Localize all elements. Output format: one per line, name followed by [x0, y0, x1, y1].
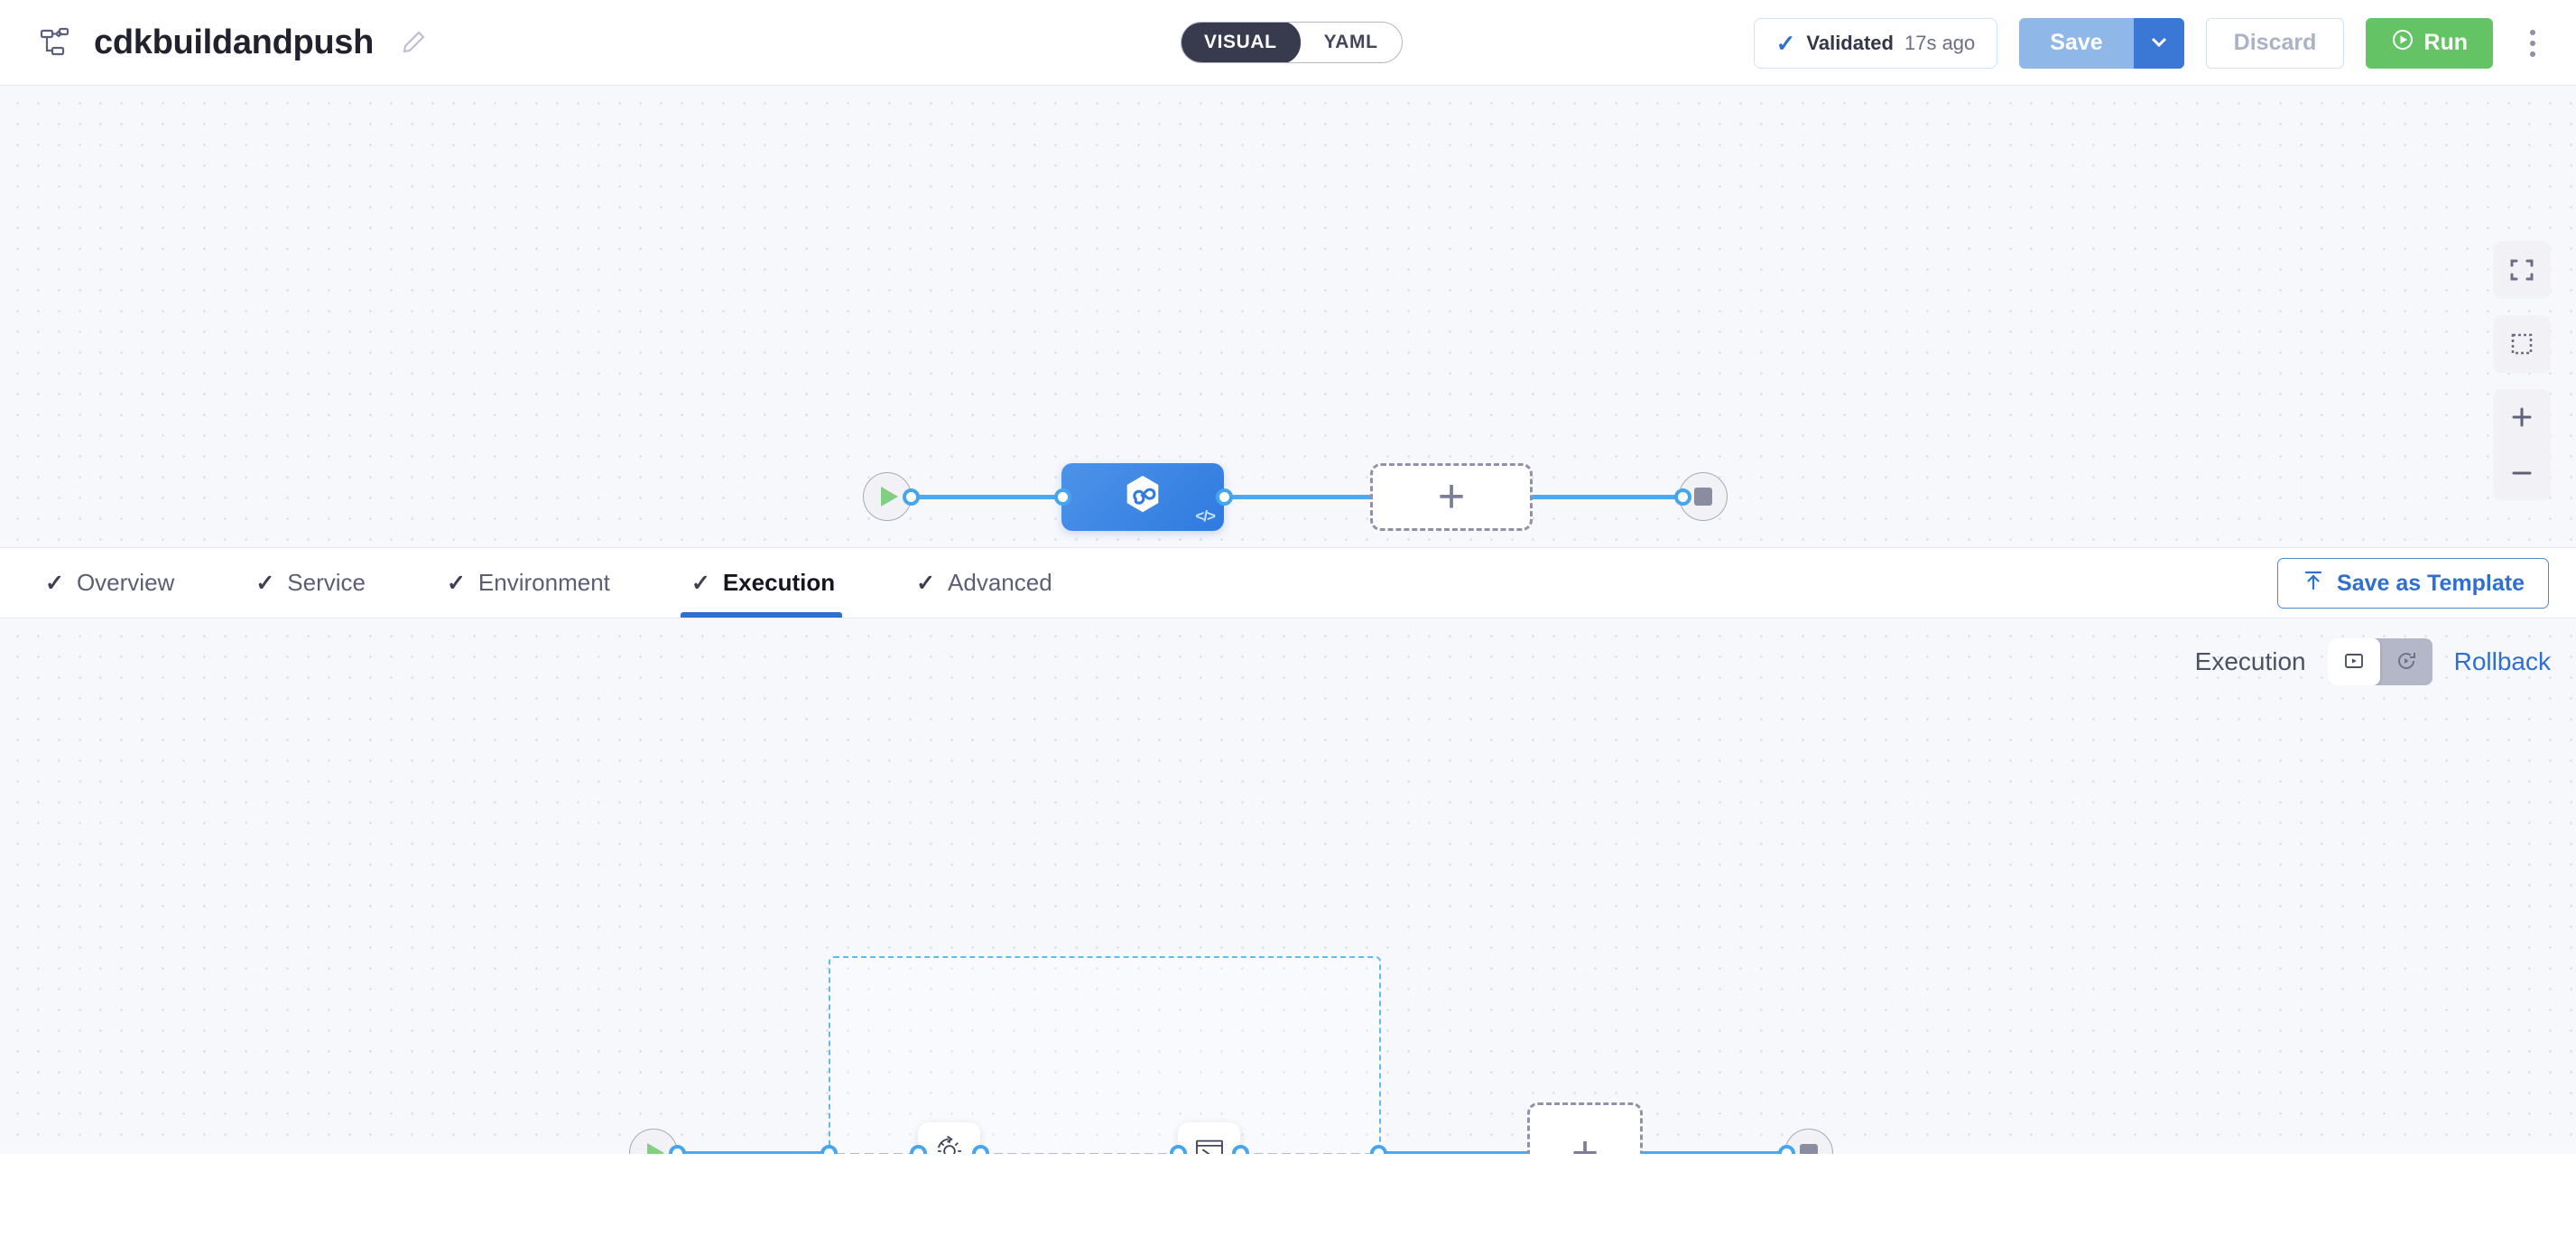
plus-icon: + [1571, 1126, 1599, 1154]
ckd-in-port[interactable] [1054, 488, 1071, 506]
zoom-out-button[interactable] [2493, 445, 2551, 501]
tab-label: Advanced [948, 569, 1052, 596]
gear-sync-icon [930, 1131, 969, 1154]
mode-visual[interactable]: VISUAL [1181, 23, 1301, 62]
zoom-in-button[interactable] [2493, 389, 2551, 445]
header-actions: ✓ Validated 17s ago Save Discard [1753, 0, 2551, 86]
rollback-label[interactable]: Rollback [2453, 647, 2551, 675]
header-left: cdkbuildandpush [0, 23, 426, 62]
run-button[interactable]: Run [2366, 17, 2493, 69]
tab-environment[interactable]: ✓ Environment [447, 548, 653, 618]
dind-in-port[interactable] [910, 1145, 927, 1154]
page-title: cdkbuildandpush [94, 23, 375, 61]
execution-segment[interactable] [2327, 638, 2380, 685]
buildpush-out-port[interactable] [1232, 1145, 1249, 1154]
plus-icon: + [1437, 470, 1466, 524]
add-step-button[interactable]: + [1527, 1102, 1643, 1154]
edge-addstep-to-end [1643, 1151, 1792, 1154]
upload-template-icon [2302, 569, 2325, 599]
zoom-controls [2493, 389, 2551, 501]
tab-execution[interactable]: ✓ Execution [680, 548, 878, 618]
stop-icon [1800, 1144, 1818, 1154]
marquee-select-icon[interactable] [2493, 315, 2551, 373]
pencil-icon[interactable] [401, 30, 426, 55]
stage-canvas[interactable]: </> ckd + Add Stage [0, 86, 2576, 548]
run-label: Run [2423, 30, 2468, 55]
ckd-out-port[interactable] [1216, 488, 1233, 506]
exec-end-port[interactable] [1778, 1145, 1795, 1154]
terminal-icon [1191, 1132, 1228, 1154]
edge-buildpush-to-groupout [1240, 1153, 1374, 1154]
play-circle-icon [2391, 28, 2414, 58]
validated-time: 17s ago [1904, 31, 1976, 54]
edge-ckd-to-addstage [1224, 495, 1371, 499]
edge-group-to-dind [836, 1153, 917, 1154]
tab-label: Overview [76, 569, 175, 596]
save-button[interactable]: Save [2019, 17, 2134, 69]
step-node-dind[interactable]: </> [918, 1122, 980, 1154]
tab-advanced[interactable]: ✓ Advanced [916, 548, 1096, 618]
step-node-build-and-push[interactable]: </> [1178, 1122, 1240, 1154]
execution-label: Execution [2194, 647, 2306, 675]
pipeline-icon [40, 27, 74, 58]
save-dropdown-button[interactable] [2133, 17, 2184, 69]
check-icon: ✓ [1775, 29, 1796, 57]
execution-canvas[interactable]: Execution Rol [0, 618, 2576, 1154]
mode-yaml[interactable]: YAML [1323, 32, 1378, 52]
edge-group-to-addstep [1379, 1151, 1528, 1154]
code-badge-icon: </> [1195, 507, 1216, 525]
rollback-segment[interactable] [2380, 638, 2432, 685]
stage-tabbar: ✓ Overview ✓ Service ✓ Environment ✓ Exe… [0, 548, 2576, 618]
kebab-menu-icon[interactable] [2515, 18, 2551, 69]
play-icon [881, 487, 898, 507]
app-header: cdkbuildandpush VISUAL YAML ✓ Validated … [0, 0, 2576, 86]
harness-deploy-icon [1120, 472, 1165, 522]
check-icon: ✓ [690, 570, 710, 596]
edge-dind-to-buildpush [980, 1153, 1181, 1154]
discard-button[interactable]: Discard [2205, 17, 2345, 69]
group-out-port[interactable] [1370, 1145, 1387, 1154]
end-port[interactable] [1674, 488, 1691, 506]
exec-start-port[interactable] [669, 1145, 686, 1154]
rollback-rotate-icon [2395, 649, 2418, 675]
save-as-template-button[interactable]: Save as Template [2277, 558, 2549, 609]
execution-play-box-icon [2342, 649, 2366, 675]
add-stage-button[interactable]: + [1370, 463, 1533, 531]
fit-screen-icon[interactable] [2493, 241, 2551, 299]
validated-label: Validated [1806, 31, 1894, 54]
group-in-port[interactable] [820, 1145, 838, 1154]
check-icon: ✓ [45, 570, 64, 596]
chevron-down-icon [2148, 31, 2170, 55]
dind-out-port[interactable] [972, 1145, 989, 1154]
edge-start-to-ckd [912, 495, 1065, 499]
save-as-template-label: Save as Template [2337, 570, 2525, 596]
visual-yaml-toggle[interactable]: VISUAL YAML [1181, 22, 1403, 63]
start-port[interactable] [903, 488, 920, 506]
status-badge: ✓ Validated 17s ago [1753, 17, 1998, 69]
check-icon: ✓ [255, 570, 275, 596]
execution-rollback-switch: Execution Rol [2195, 638, 2551, 685]
check-icon: ✓ [446, 570, 466, 596]
play-icon [647, 1143, 664, 1154]
check-icon: ✓ [916, 570, 936, 596]
step-group-build[interactable] [829, 956, 1381, 1154]
tab-label: Service [287, 569, 366, 596]
save-split-button[interactable]: Save [2019, 17, 2184, 69]
canvas-controls [2493, 241, 2551, 501]
tab-list: ✓ Overview ✓ Service ✓ Environment ✓ Exe… [0, 548, 1134, 618]
buildpush-in-port[interactable] [1170, 1145, 1187, 1154]
execution-rollback-toggle[interactable] [2327, 638, 2432, 685]
edge-addstage-to-end [1533, 495, 1682, 499]
tab-overview[interactable]: ✓ Overview [45, 548, 218, 618]
edge-start-to-group [678, 1151, 831, 1154]
stage-node-ckd[interactable]: </> [1061, 463, 1224, 531]
tab-label: Environment [477, 569, 610, 596]
tab-label: Execution [722, 569, 836, 596]
stop-icon [1694, 488, 1712, 506]
tab-service[interactable]: ✓ Service [255, 548, 409, 618]
